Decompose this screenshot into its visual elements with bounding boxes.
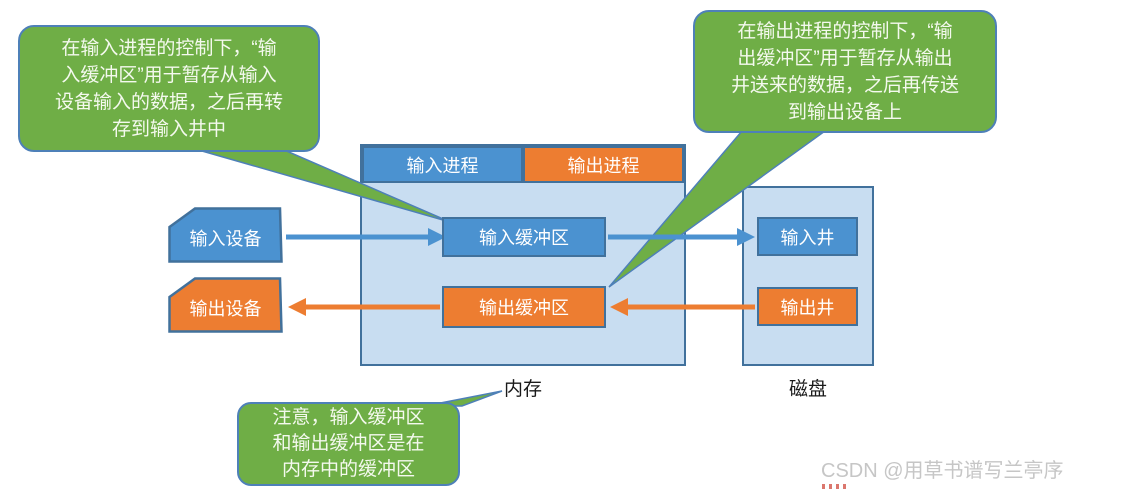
output-well-label: 输出井 [780, 297, 835, 318]
disk-box [742, 186, 874, 366]
note-text: 注意，输入缓冲区 和输出缓冲区是在 内存中的缓冲区 [272, 407, 425, 480]
input-buffer-box: 输入缓冲区 [442, 217, 606, 257]
input-process-label: 输入进程 [406, 155, 479, 176]
output-well-box: 输出井 [757, 287, 858, 326]
disk-label: 磁盘 [788, 379, 827, 400]
input-process-header: 输入进程 [362, 146, 523, 183]
callout-input-text: 在输入进程的控制下，“输 入缓冲区”用于暂存从输入 设备输入的数据，之后再转 存… [54, 37, 283, 140]
output-process-label: 输出进程 [567, 155, 640, 176]
output-device-pentagon-icon [168, 277, 283, 333]
input-device-label: 输入设备 [189, 229, 262, 249]
input-buffer-label: 输入缓冲区 [479, 228, 569, 248]
input-device-shape: 输入设备 [168, 207, 283, 263]
watermark-text: CSDN @用草书谱写兰亭序 [821, 460, 1064, 482]
output-buffer-label: 输出缓冲区 [479, 298, 569, 318]
note-bubble: 注意，输入缓冲区 和输出缓冲区是在 内存中的缓冲区 [237, 402, 460, 486]
output-device-shape: 输出设备 [168, 277, 283, 333]
memory-label: 内存 [503, 379, 542, 400]
callout-output-bubble: 在输出进程的控制下，“输 出缓冲区”用于暂存从输出 井送来的数据，之后再传送 到… [693, 10, 997, 133]
callout-output-text: 在输出进程的控制下，“输 出缓冲区”用于暂存从输出 井送来的数据，之后再传送 到… [730, 20, 959, 123]
callout-input-bubble: 在输入进程的控制下，“输 入缓冲区”用于暂存从输入 设备输入的数据，之后再转 存… [18, 25, 320, 152]
output-device-label: 输出设备 [189, 299, 262, 319]
output-process-header: 输出进程 [523, 146, 684, 183]
red-text-fragment [822, 484, 850, 489]
output-buffer-box: 输出缓冲区 [442, 286, 606, 328]
input-well-label: 输入井 [780, 227, 835, 248]
input-well-box: 输入井 [757, 217, 858, 256]
